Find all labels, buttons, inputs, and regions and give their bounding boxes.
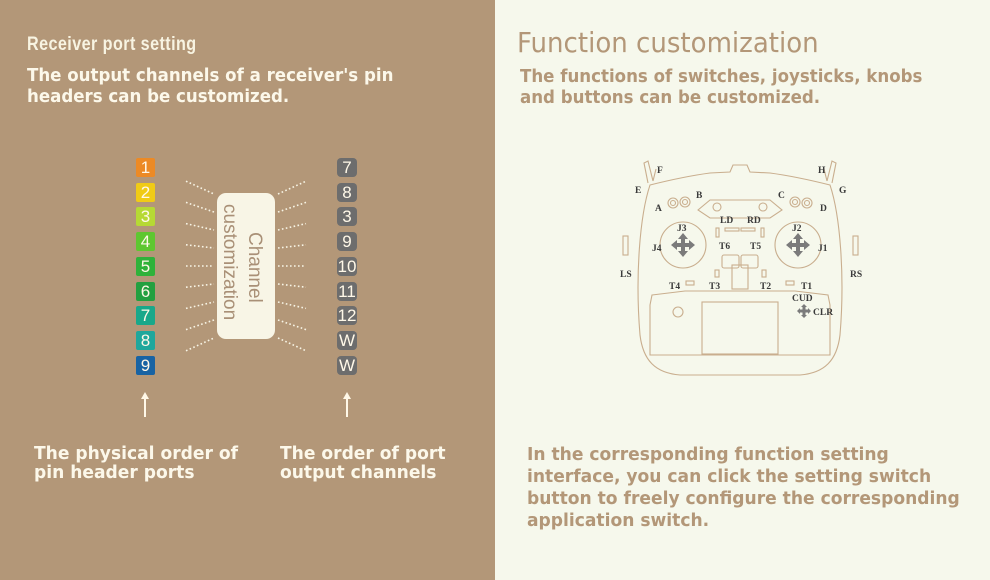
channel-label: Channel xyxy=(244,232,265,303)
arrow-up-icon xyxy=(343,392,351,399)
pin-port-7: 7 xyxy=(136,306,155,326)
pin-port-1: 1 xyxy=(136,158,155,177)
mapping-ray xyxy=(277,180,307,195)
trim-label-t4: T4 xyxy=(669,282,680,292)
output-channel-item: W xyxy=(337,355,357,375)
output-order-caption: The order of port output channels xyxy=(280,443,446,483)
knob-label-d: D xyxy=(820,204,827,214)
switch-label-f: F xyxy=(657,166,663,176)
mapping-ray xyxy=(277,319,307,331)
output-channel-item: 10 xyxy=(337,256,357,276)
physical-order-caption: The physical order of pin header ports xyxy=(34,443,239,483)
mapping-ray xyxy=(185,180,215,195)
mapping-rays xyxy=(185,180,307,352)
function-customization-title: Function customization xyxy=(517,26,819,59)
channel-customization-box xyxy=(217,193,275,339)
label-rd: RD xyxy=(747,216,761,226)
label-ld: LD xyxy=(720,216,733,226)
mapping-ray xyxy=(277,222,307,231)
mapping-ray xyxy=(185,283,215,288)
function-customization-panel xyxy=(495,0,990,580)
mapping-ray xyxy=(277,201,307,213)
arrow-up-icon xyxy=(141,392,149,399)
switch-label-h: H xyxy=(818,166,826,176)
mapping-ray xyxy=(185,301,215,310)
mapping-ray xyxy=(185,222,215,231)
knob-label-a: A xyxy=(655,204,662,214)
trim-label-t5: T5 xyxy=(750,242,761,252)
output-channel-item: 7 xyxy=(337,158,357,177)
knob-label-c: C xyxy=(778,191,785,201)
label-cud: CUD xyxy=(792,294,813,304)
output-channel-item: 9 xyxy=(337,232,357,252)
stick-label-j4: J4 xyxy=(652,244,662,254)
switch-label-e: E xyxy=(635,186,641,196)
switch-label-g: G xyxy=(839,186,847,196)
mapping-ray xyxy=(185,244,215,249)
output-channel-item: W xyxy=(337,330,357,350)
function-setting-description: In the corresponding function setting in… xyxy=(527,444,960,531)
pin-port-4: 4 xyxy=(136,232,155,252)
mapping-ray xyxy=(277,283,307,288)
slider-label-rs: RS xyxy=(850,270,862,280)
controller-diagram: E F G H A B C D LD RD J3 J4 J2 J1 T6 T5 … xyxy=(620,160,862,376)
slider-label-ls: LS xyxy=(620,270,632,280)
output-channel-item: 8 xyxy=(337,182,357,202)
label-clr: CLR xyxy=(813,308,833,318)
arrow-shaft xyxy=(346,399,348,417)
mapping-ray xyxy=(277,301,307,310)
mapping-ray xyxy=(185,337,215,352)
trim-label-t1: T1 xyxy=(801,282,812,292)
mapping-ray xyxy=(185,319,215,331)
pin-port-8: 8 xyxy=(136,330,155,350)
output-channel-item: 11 xyxy=(337,281,357,301)
function-customization-subtitle: The functions of switches, joysticks, kn… xyxy=(520,67,923,108)
trim-label-t3: T3 xyxy=(709,282,720,292)
mapping-ray xyxy=(185,201,215,213)
output-channel-item: 3 xyxy=(337,207,357,227)
customization-label: customization xyxy=(219,204,240,321)
stick-label-j3: J3 xyxy=(677,224,687,234)
knob-label-b: B xyxy=(696,191,703,201)
pin-port-2: 2 xyxy=(136,182,155,202)
pin-port-5: 5 xyxy=(136,256,155,276)
output-channel-item: 12 xyxy=(337,306,357,326)
trim-label-t6: T6 xyxy=(719,242,730,252)
pin-port-9: 9 xyxy=(136,355,155,375)
receiver-port-subtitle: The output channels of a receiver's pin … xyxy=(27,66,394,107)
stick-label-j2: J2 xyxy=(792,224,802,234)
pin-port-3: 3 xyxy=(136,207,155,227)
pin-port-6: 6 xyxy=(136,281,155,301)
arrow-shaft xyxy=(144,399,146,417)
trim-label-t2: T2 xyxy=(760,282,771,292)
stick-label-j1: J1 xyxy=(818,244,828,254)
mapping-ray xyxy=(277,244,307,249)
mapping-ray xyxy=(277,337,307,352)
receiver-port-title: Receiver port setting xyxy=(27,34,197,55)
